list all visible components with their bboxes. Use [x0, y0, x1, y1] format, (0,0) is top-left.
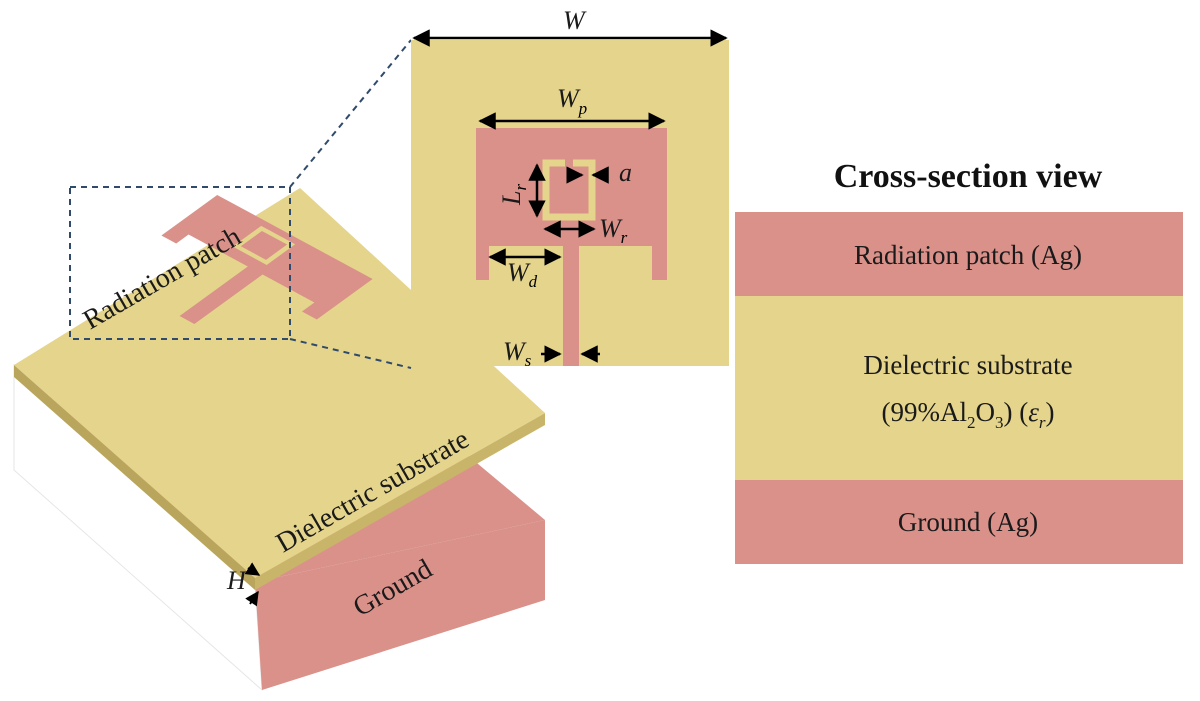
cross-section-bottom-label: Ground (Ag) — [898, 507, 1038, 537]
dimension-wp-label: Wp — [557, 84, 587, 118]
substrate-front-edge — [255, 413, 545, 590]
top-view-patch — [476, 128, 667, 366]
dimension-lr-label: Lr — [497, 184, 530, 206]
dimension-ws-label: Ws — [503, 337, 532, 370]
ground-front — [255, 520, 545, 690]
cross-section-top-layer — [735, 212, 1183, 296]
cross-section-middle-layer — [735, 296, 1183, 480]
dimension-wr-label: Wr — [599, 214, 628, 247]
cross-section-middle-label-line2: (99%Al2O3) (εr) — [882, 397, 1055, 432]
dimension-a-label: a — [619, 158, 632, 187]
substrate-top — [14, 188, 545, 578]
zoom-line-bottom — [289, 338, 412, 369]
top-view: W Wp Lr a Wr Wd Ws — [411, 6, 729, 370]
radiation-patch-3d — [161, 195, 373, 325]
zoom-box — [69, 186, 291, 340]
height-dimension: H — [226, 562, 261, 607]
cross-section-title: Cross-section view — [834, 158, 1103, 195]
substrate-left-edge — [14, 365, 255, 590]
zoom-line-top — [289, 39, 412, 188]
dimension-w-label: W — [563, 6, 587, 35]
height-label: H — [226, 566, 247, 595]
cross-section-view: Cross-section view Radiation patch (Ag) … — [735, 158, 1183, 564]
cross-section-top-label: Radiation patch (Ag) — [854, 240, 1082, 270]
zoom-indicator — [69, 39, 412, 369]
dimension-wd-label: Wd — [507, 258, 538, 291]
ring-gap — [565, 159, 573, 169]
cross-section-middle-label-line1: Dielectric substrate — [863, 350, 1072, 380]
cross-section-bottom-layer — [735, 480, 1183, 564]
substrate-slab — [14, 188, 545, 590]
